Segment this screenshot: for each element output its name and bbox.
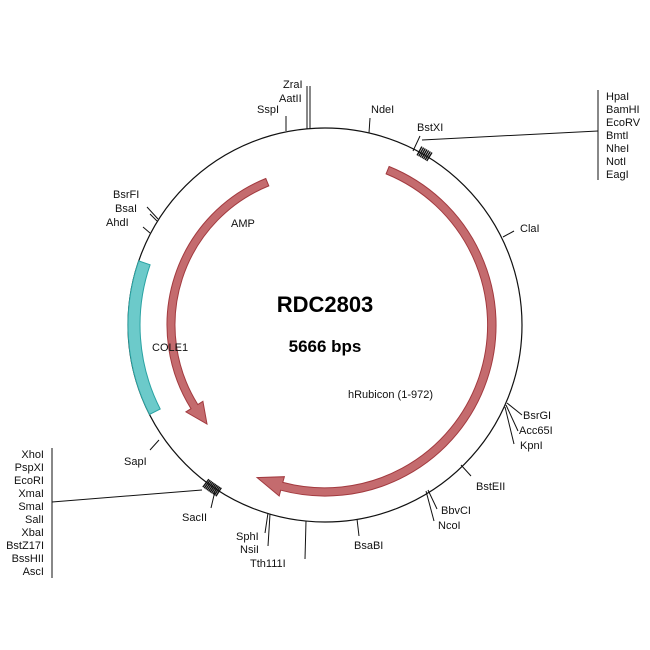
site-group-upper-left: BsrFI BsaI AhdI	[106, 189, 159, 234]
acc65i-tick	[505, 404, 519, 432]
sacii-tick	[210, 490, 216, 509]
site-bstxi: BstXI	[417, 122, 443, 134]
cole1-label: COLE1	[152, 342, 188, 354]
site-hpai: HpaI	[606, 91, 629, 103]
site-bmti: BmtI	[606, 130, 629, 142]
backbone-circle	[127, 127, 523, 523]
clai-tick	[502, 230, 515, 238]
right-cluster-tick	[416, 146, 423, 156]
kpni-tick	[504, 406, 515, 445]
plasmid-size: 5666 bps	[289, 337, 362, 356]
bsabi-tick	[356, 518, 360, 537]
ndei-tick	[368, 117, 371, 134]
site-ahdi: AhdI	[106, 217, 129, 229]
sphi-tick	[264, 512, 269, 534]
hrubicon-label: hRubicon (1-972)	[348, 389, 433, 401]
left-cluster-ticks	[202, 478, 222, 497]
site-ecorv: EcoRV	[606, 117, 641, 129]
site-nsii: NsiI	[240, 544, 259, 556]
site-bsrfi: BsrFI	[113, 189, 139, 201]
site-group-bottom-right: BbvCI NcoI	[425, 489, 471, 532]
left-cluster-tick	[210, 484, 218, 494]
site-ndei: NdeI	[371, 104, 394, 116]
site-ncoi: NcoI	[438, 520, 461, 532]
sapi-tick	[149, 439, 160, 451]
bsrfi-tick	[146, 206, 159, 220]
left-cluster-tick	[207, 482, 215, 492]
hrubicon-feature-arrow	[255, 165, 497, 497]
site-ecori: EcoRI	[14, 475, 44, 487]
right-cluster-tick	[421, 149, 428, 159]
site-pspxi: PspXI	[15, 462, 44, 474]
site-bstz17i: BstZ17I	[6, 540, 44, 552]
site-clai: ClaI	[520, 223, 540, 235]
amp-feature-arrow	[166, 177, 270, 425]
site-sapi: SapI	[124, 456, 147, 468]
site-group-bottom: SphI NsiI Tth111I	[236, 512, 307, 570]
site-smai: SmaI	[18, 501, 44, 513]
site-sacii: SacII	[182, 512, 207, 524]
bsteii-tick	[460, 464, 472, 477]
site-acc65i: Acc65I	[519, 425, 553, 437]
site-xmai: XmaI	[18, 488, 44, 500]
site-sali: SalI	[25, 514, 44, 526]
right-cluster-tick	[422, 150, 430, 160]
site-group-top: SspI ZraI AatII	[257, 79, 311, 131]
site-asci: AscI	[23, 566, 44, 578]
plasmid-name: RDC2803	[277, 292, 374, 317]
site-bbvci: BbvCI	[441, 505, 471, 517]
right-cluster-ticks	[416, 146, 433, 162]
left-cluster-tick	[202, 478, 210, 488]
bsai-tick	[149, 213, 158, 222]
site-sspi: SspI	[257, 104, 279, 116]
site-bsshii: BssHII	[12, 553, 44, 565]
bsrgi-tick	[506, 402, 523, 416]
site-bsteii: BstEII	[476, 481, 505, 493]
site-zral: ZraI	[283, 79, 303, 91]
site-kpni: KpnI	[520, 440, 543, 452]
left-cluster-leader	[51, 489, 203, 503]
tth111i-tick	[304, 520, 307, 560]
right-cluster-tick	[424, 151, 431, 161]
site-aatii: AatII	[279, 93, 302, 105]
site-bsrgi: BsrGI	[523, 410, 551, 422]
site-bsai: BsaI	[115, 203, 137, 215]
ahdi-tick	[142, 226, 151, 234]
site-tth111i: Tth111I	[250, 558, 286, 570]
left-cluster-tick	[215, 487, 222, 497]
site-group-right-cluster: BstXI HpaI BamHI EcoRV BmtI NheI NotI Ea…	[412, 90, 641, 181]
left-cluster-tick	[209, 483, 217, 493]
ncoi-tick	[425, 490, 435, 522]
site-noti: NotI	[606, 156, 626, 168]
site-bamhi: BamHI	[606, 104, 640, 116]
left-cluster-tick	[203, 479, 211, 489]
site-sphi: SphI	[236, 531, 259, 543]
right-cluster-tick	[426, 152, 433, 162]
cole1-feature	[127, 260, 161, 416]
site-xbai: XbaI	[21, 527, 44, 539]
site-nhei: NheI	[606, 143, 629, 155]
site-xhoi: XhoI	[21, 449, 44, 461]
site-bsabi: BsaBI	[354, 540, 383, 552]
left-cluster-tick	[212, 485, 220, 495]
left-cluster-tick	[213, 486, 221, 496]
right-cluster-tick	[419, 148, 426, 158]
right-cluster-tick	[418, 147, 425, 157]
bstxi-tick	[412, 135, 421, 152]
amp-label: AMP	[231, 218, 255, 230]
site-group-right-lower: BsrGI Acc65I KpnI	[504, 402, 553, 452]
site-eagi: EagI	[606, 169, 629, 181]
bbvci-tick	[427, 489, 438, 510]
nsii-tick	[267, 513, 271, 547]
left-cluster-tick	[206, 481, 214, 491]
site-group-left-cluster: XhoI PspXI EcoRI XmaI SmaI SalI XbaI Bst…	[6, 448, 222, 578]
left-cluster-tick	[205, 480, 213, 490]
right-cluster-leader	[421, 130, 599, 141]
